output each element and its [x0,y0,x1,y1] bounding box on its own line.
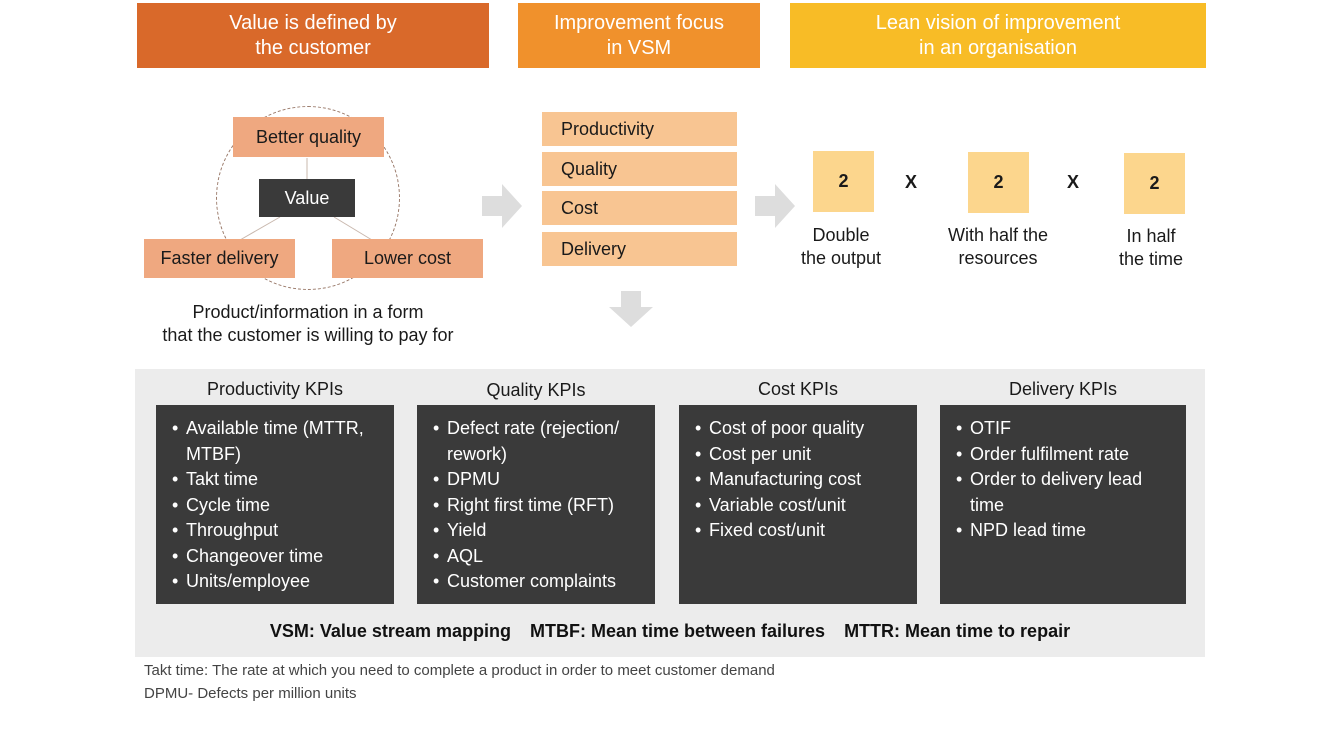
kpi-box-delivery: OTIF Order fulfilment rate Order to deli… [940,405,1186,604]
list-item: OTIF [956,416,1176,442]
kpi-box-cost: Cost of poor quality Cost per unit Manuf… [679,405,917,604]
list-item: Order fulfilment rate [956,442,1176,468]
better-quality-box: Better quality [233,117,384,157]
multiply-sign: X [904,172,917,192]
list-item: Cycle time [172,493,384,519]
list-item: Available time (MTTR, MTBF) [172,416,384,467]
focus-item-productivity: Productivity [542,112,737,146]
header-improvement-focus: Improvement focus in VSM [518,3,760,68]
list-item: Customer complaints [433,569,645,595]
kpi-title-quality: Quality KPIs [486,380,586,400]
header-lean-vision: Lean vision of improvement in an organis… [790,3,1206,68]
value-dashed-circle [216,106,400,290]
list-item: Fixed cost/unit [695,518,907,544]
abbr-mttr: MTTR: Mean time to repair [844,621,1071,641]
abbr-vsm: VSM: Value stream mapping [269,621,511,641]
value-caption: Product/information in a form that the c… [162,302,454,345]
multiply-sign: X [1066,172,1079,192]
list-item: Changeover time [172,544,384,570]
factor-label-resources: With half the resources [947,225,1049,268]
list-item: NPD lead time [956,518,1176,544]
list-item: AQL [433,544,645,570]
kpi-title-delivery: Delivery KPIs [1008,379,1118,399]
lower-cost-box: Lower cost [332,239,483,278]
arrow-down-icon [609,291,653,327]
abbr-mtbf: MTBF: Mean time between failures [529,621,826,641]
list-item: Throughput [172,518,384,544]
factor-label-time: In half the time [1118,226,1184,269]
note-takt-time: Takt time: The rate at which you need to… [144,662,775,679]
list-item: Order to delivery lead time [956,467,1176,518]
value-center-box: Value [259,179,355,217]
factor-label-output: Double the output [800,225,882,268]
abbreviations-line: VSM: Value stream mapping MTBF: Mean tim… [135,621,1205,642]
focus-item-quality: Quality [542,152,737,186]
arrow-right-icon [482,184,522,228]
kpi-box-quality: Defect rate (rejection/ rework) DPMU Rig… [417,405,655,604]
note-dpmu: DPMU- Defects per million units [144,685,357,702]
factor-box-resources: 2 [968,152,1029,213]
factor-box-time: 2 [1124,153,1185,214]
header-value-defined-by-customer: Value is defined by the customer [137,3,489,68]
arrow-right-icon [755,184,795,228]
focus-item-delivery: Delivery [542,232,737,266]
list-item: Cost per unit [695,442,907,468]
factor-box-output: 2 [813,151,874,212]
list-item: Defect rate (rejection/ rework) [433,416,645,467]
list-item: Units/employee [172,569,384,595]
list-item: Manufacturing cost [695,467,907,493]
kpi-title-productivity: Productivity KPIs [206,379,344,399]
list-item: DPMU [433,467,645,493]
list-item: Yield [433,518,645,544]
list-item: Cost of poor quality [695,416,907,442]
list-item: Variable cost/unit [695,493,907,519]
list-item: Right first time (RFT) [433,493,645,519]
focus-item-cost: Cost [542,191,737,225]
faster-delivery-box: Faster delivery [144,239,295,278]
list-item: Takt time [172,467,384,493]
kpi-title-cost: Cost KPIs [757,379,839,399]
kpi-box-productivity: Available time (MTTR, MTBF) Takt time Cy… [156,405,394,604]
